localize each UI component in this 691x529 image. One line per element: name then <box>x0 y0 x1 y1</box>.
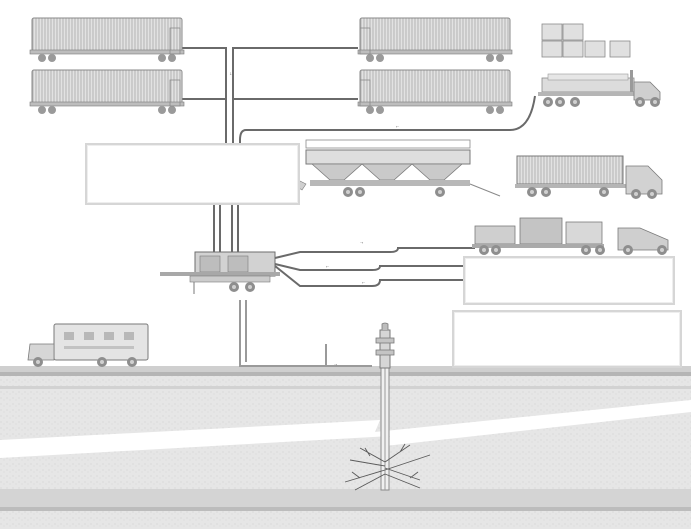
callout-box-pumps <box>463 256 675 305</box>
callout-label <box>87 145 298 157</box>
sand-storage-bins-icon <box>542 24 630 57</box>
manifold-trailer-icon <box>160 252 280 294</box>
frac-pump-truck-icon <box>472 218 668 255</box>
callout-box-wellhead <box>452 310 682 368</box>
svg-text:←: ← <box>326 264 330 269</box>
callout-label <box>454 312 680 324</box>
wellbore <box>381 366 389 490</box>
callout-label <box>465 258 673 270</box>
dump-truck-icon <box>515 156 662 199</box>
control-van-icon <box>28 324 148 367</box>
ground-layers <box>0 366 691 529</box>
sand-blender-icon <box>286 140 500 197</box>
svg-text:←: ← <box>362 280 366 285</box>
svg-text:→: → <box>360 240 364 245</box>
callout-box-blender <box>85 143 300 205</box>
sand-hauler-truck-icon <box>538 70 660 107</box>
svg-text:↓: ↓ <box>229 71 232 76</box>
svg-text:←: ← <box>396 124 400 129</box>
wellhead-icon <box>376 323 394 368</box>
